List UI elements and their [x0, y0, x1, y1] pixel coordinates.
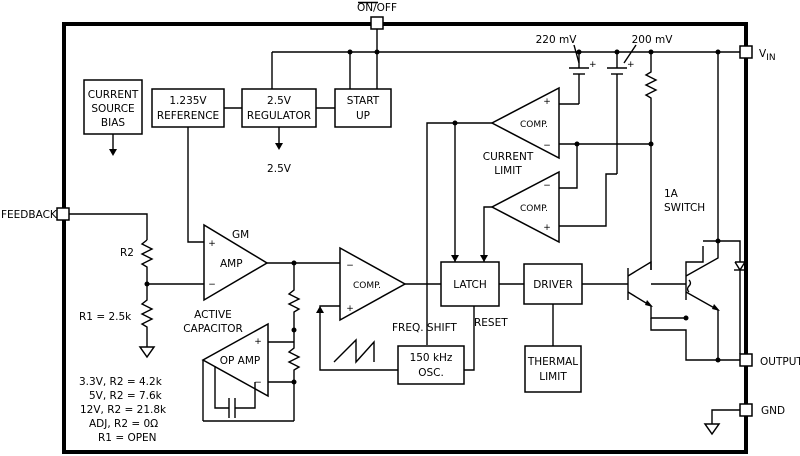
svg-text:+: +: [346, 304, 354, 314]
svg-text:CAPACITOR: CAPACITOR: [183, 323, 243, 335]
svg-text:SOURCE: SOURCE: [91, 103, 134, 115]
feedback-label: FEEDBACK: [1, 209, 58, 221]
resistor-row: 3.3V, R2 = 4.2k: [79, 376, 163, 388]
svg-text:1.235V: 1.235V: [169, 95, 207, 107]
svg-text:LIMIT: LIMIT: [494, 165, 522, 177]
svg-text:+: +: [543, 97, 551, 107]
current-limit-label: CURRENT: [483, 151, 534, 163]
resistor-row: ADJ, R2 = 0Ω: [89, 418, 158, 430]
pin-vin: VIN: [739, 45, 776, 63]
switch-label: 1A: [664, 188, 679, 200]
svg-text:−: −: [254, 378, 262, 388]
svg-text:+: +: [589, 60, 597, 70]
comparator-lower: COMP. − +: [490, 144, 617, 244]
svg-text:GM: GM: [232, 229, 249, 241]
svg-text:BIAS: BIAS: [101, 117, 125, 129]
resistor-table: 3.3V, R2 = 4.2k 5V, R2 = 7.6k 12V, R2 = …: [79, 376, 167, 444]
driver-block: DRIVER: [523, 263, 583, 305]
power-switch: 1A SWITCH: [582, 52, 747, 363]
svg-text:LIMIT: LIMIT: [539, 371, 567, 383]
svg-text:+: +: [254, 337, 262, 347]
svg-text:UP: UP: [356, 110, 370, 122]
vin-label: VIN: [759, 48, 776, 63]
svg-text:LATCH: LATCH: [453, 279, 486, 291]
freq-shift-label: FREQ. SHIFT: [392, 322, 457, 334]
svg-text:THERMAL: THERMAL: [527, 356, 578, 368]
active-capacitor-label: ACTIVE: [194, 309, 232, 321]
svg-text:REGULATOR: REGULATOR: [247, 110, 311, 122]
svg-text:−: −: [543, 141, 551, 151]
output-label: OUTPUT: [760, 356, 800, 368]
ic-outline: [62, 22, 748, 454]
svg-text:−: −: [208, 280, 216, 290]
v200-label: 200 mV: [632, 34, 674, 46]
pin-output: OUTPUT: [739, 353, 800, 368]
r2-label: R2: [120, 247, 134, 259]
r1-label: R1 = 2.5k: [79, 311, 132, 323]
reference-block: 1.235V REFERENCE: [151, 88, 225, 128]
svg-text:COMP.: COMP.: [353, 281, 381, 291]
vin-rail: [271, 29, 740, 89]
svg-text:DRIVER: DRIVER: [533, 279, 573, 291]
gm-amplifier: AMP GM + − ACTIVE CAPACITOR: [183, 127, 269, 335]
ramp-waveform: [333, 338, 375, 364]
regulator-block: 2.5V REGULATOR 2.5V: [241, 88, 317, 175]
sense-sources: 220 mV 200 mV + +: [536, 34, 674, 270]
svg-text:CURRENT: CURRENT: [88, 89, 139, 101]
svg-text:−: −: [346, 261, 354, 271]
svg-text:+: +: [627, 60, 635, 70]
start-up-block: START UP: [334, 88, 392, 128]
svg-text:−: −: [543, 181, 551, 191]
current-source-bias-block: CURRENT SOURCE BIAS: [83, 79, 143, 156]
thermal-limit-block: THERMAL LIMIT: [524, 345, 582, 393]
latch-block: LATCH: [440, 261, 500, 307]
gnd-symbol: [703, 409, 740, 436]
resistor-row: R1 = OPEN: [98, 432, 157, 444]
svg-text:OSC.: OSC.: [418, 367, 444, 379]
on-off-label: ON/OFF: [357, 2, 397, 14]
svg-text:COMP.: COMP.: [520, 204, 548, 214]
feedback-network: R2 R1 = 2.5k: [69, 213, 204, 359]
svg-text:2.5V: 2.5V: [267, 95, 292, 107]
svg-text:REFERENCE: REFERENCE: [157, 110, 219, 122]
v220-label: 220 mV: [536, 34, 578, 46]
svg-text:OP AMP: OP AMP: [220, 355, 261, 367]
gnd-label: GND: [761, 405, 785, 417]
svg-text:+: +: [543, 223, 551, 233]
svg-text:SWITCH: SWITCH: [664, 202, 705, 214]
regulator-output-label: 2.5V: [267, 163, 292, 175]
op-amp-network: OP AMP + −: [201, 263, 301, 422]
pin-feedback: FEEDBACK: [1, 207, 70, 221]
resistor-row: 12V, R2 = 21.8k: [80, 404, 167, 416]
pin-gnd: GND: [739, 403, 785, 417]
svg-text:+: +: [208, 239, 216, 249]
svg-text:COMP.: COMP.: [520, 120, 548, 130]
resistor-row: 5V, R2 = 7.6k: [89, 390, 163, 402]
oscillator-block: 150 kHz OSC. FREQ. SHIFT RESET: [392, 306, 508, 385]
svg-text:150 kHz: 150 kHz: [410, 352, 453, 364]
svg-text:START: START: [347, 95, 380, 107]
reset-label: RESET: [474, 317, 508, 329]
svg-text:AMP: AMP: [220, 258, 243, 270]
comparator-upper: COMP. + −: [490, 86, 654, 160]
pwm-comparator: COMP. − +: [316, 246, 407, 371]
